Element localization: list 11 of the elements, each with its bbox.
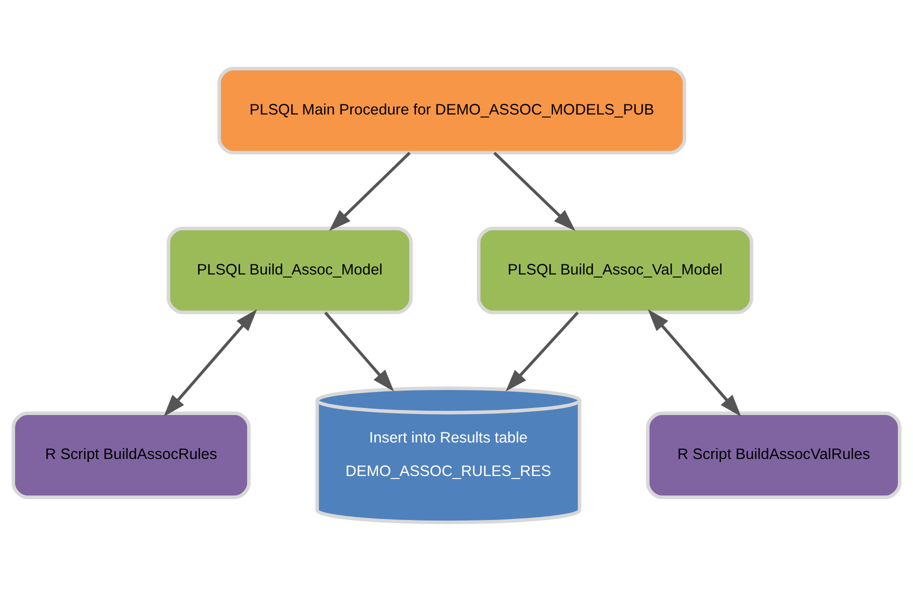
arrow xyxy=(506,312,579,392)
arrow xyxy=(329,152,411,232)
arrow xyxy=(324,312,394,392)
node-box: R Script BuildAssocRules xyxy=(12,412,251,499)
node-box: PLSQL Build_Assoc_Model xyxy=(166,226,413,314)
arrow xyxy=(164,309,258,417)
node-box: R Script BuildAssocValRules xyxy=(646,412,902,499)
arrow xyxy=(493,152,576,232)
node-box: PLSQL Main Procedure for DEMO_ASSOC_MODELS_PUB xyxy=(217,66,686,154)
arrow xyxy=(648,309,742,417)
node-box: PLSQL Build_Assoc_Val_Model xyxy=(476,226,754,314)
